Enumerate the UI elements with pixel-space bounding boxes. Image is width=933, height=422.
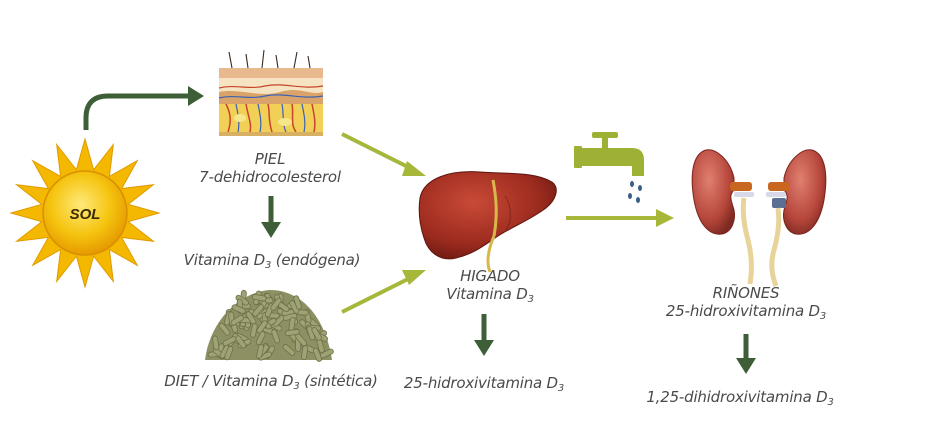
liver-title: HIGADO (460, 267, 520, 285)
pellet (252, 304, 264, 317)
liver-subtitle: Vitamina D3 (446, 285, 534, 305)
endogenous-label: Vitamina D3 (endógena) (183, 251, 361, 271)
pellet (271, 329, 281, 344)
sun-to-skin-arrow (83, 86, 204, 130)
pellet (235, 335, 247, 349)
sun-label: SOL (70, 206, 101, 223)
pellet (224, 345, 234, 361)
pellet (250, 323, 258, 338)
liver-label: HIGADO Vitamina D3 (446, 267, 534, 305)
skin-down-arrow (261, 196, 281, 238)
pellet (218, 322, 231, 336)
water-drops-icon (628, 181, 642, 203)
skin-illustration (218, 49, 324, 136)
pellet (282, 344, 296, 356)
pellet (311, 327, 322, 341)
pellet (312, 347, 322, 362)
pellet (270, 297, 282, 311)
skin-title: PIEL (254, 150, 286, 168)
left-kidney-illustration (691, 149, 754, 285)
pellet (256, 320, 268, 334)
sun-icon (9, 137, 161, 289)
diet-pellets-illustration (205, 289, 334, 362)
kidneys-title: RIÑONES (712, 284, 780, 302)
kidney-down-arrow (736, 334, 756, 374)
pellet (230, 314, 245, 326)
pellet (231, 304, 246, 314)
skin-label: PIEL 7-dehidrocolesterol (199, 150, 341, 186)
pellet (293, 295, 302, 310)
pellet (255, 331, 266, 346)
pellet (222, 336, 237, 347)
kidneys-label: RIÑONES 25-hidroxivitamina D3 (665, 284, 827, 322)
pellet (295, 333, 307, 347)
diet-label: DIET / Vitamina D3 (sintética) (164, 372, 378, 392)
liver-illustration (418, 171, 557, 273)
kidneys-subtitle: 25-hidroxivitamina D3 (665, 302, 827, 322)
kidney-product-label: 1,25-dihidroxivitamina D3 (646, 388, 834, 408)
skin-to-liver-arrow (341, 132, 426, 176)
liver-product-label: 25-hidroxivitamina D3 (403, 374, 565, 394)
pellet (251, 294, 267, 302)
faucet-icon (574, 132, 644, 176)
pellet (212, 335, 220, 351)
liver-down-arrow (474, 314, 494, 356)
right-kidney-illustration (766, 149, 827, 287)
liver-to-kidney-arrow (566, 209, 674, 227)
pellet (284, 329, 300, 336)
skin-subtitle: 7-dehidrocolesterol (199, 168, 341, 186)
diet-to-liver-arrow (341, 270, 426, 314)
pellet (256, 344, 264, 359)
